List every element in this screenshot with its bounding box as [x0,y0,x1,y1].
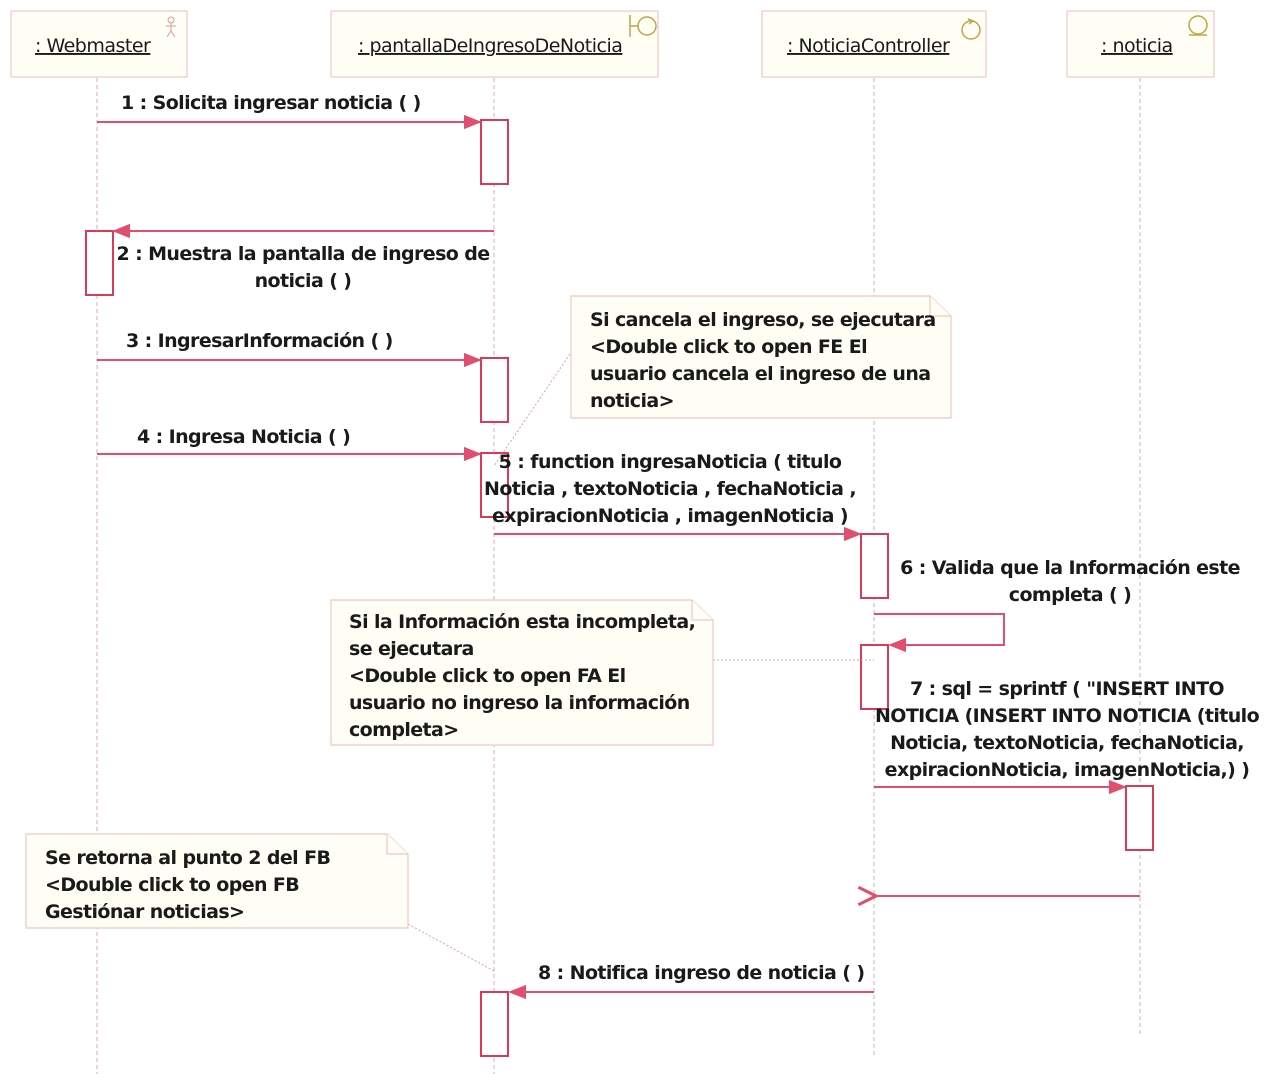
header-noticia[interactable]: : noticia [1066,10,1215,78]
note-1-anchor [493,353,571,467]
control-icon [961,18,981,40]
note-return[interactable]: Se retorna al punto 2 del FB<Double clic… [25,833,409,929]
header-noticia-label: : noticia [1101,35,1173,57]
boundary-icon [629,15,657,37]
message-4-label: 4 : Ingresa Noticia ( ) [137,426,350,448]
header-pantalla[interactable]: : pantallaDeIngresoDeNoticia [330,10,659,78]
note-cancel[interactable]: Si cancela el ingreso, se ejecutara<Doub… [570,295,952,419]
header-webmaster[interactable]: : Webmaster [10,10,188,78]
activation-pantalla-1 [480,119,509,185]
note-3-anchor [407,923,495,972]
note-cancel-text: Si cancela el ingreso, se ejecutara<Doub… [590,309,936,412]
note-incomplete-text: Si la Información esta incompleta,se eje… [349,611,695,741]
header-pantalla-label: : pantallaDeIngresoDeNoticia [358,35,622,57]
activation-pantalla-2 [480,357,509,423]
entity-icon [1188,15,1208,36]
activation-pantalla-3 [480,452,509,518]
message-6-arrow [874,613,1005,653]
actor-icon [166,16,176,38]
activation-noticia-1 [1125,785,1154,851]
note-incomplete[interactable]: Si la Información esta incompleta,se eje… [330,599,714,746]
message-8-label: 8 : Notifica ingreso de noticia ( ) [538,962,864,984]
activation-controller-2 [860,644,889,710]
message-3-label: 3 : IngresarInformación ( ) [126,330,393,352]
activation-controller-1 [860,533,889,599]
header-controller-label: : NoticiaController [787,35,950,57]
note-return-text: Se retorna al punto 2 del FB<Double clic… [45,847,330,923]
header-webmaster-label: : Webmaster [35,35,151,57]
header-controller[interactable]: : NoticiaController [761,10,987,78]
activation-webmaster-1 [85,230,114,296]
message-1-label: 1 : Solicita ingresar noticia ( ) [121,92,421,114]
activation-pantalla-4 [480,991,509,1057]
